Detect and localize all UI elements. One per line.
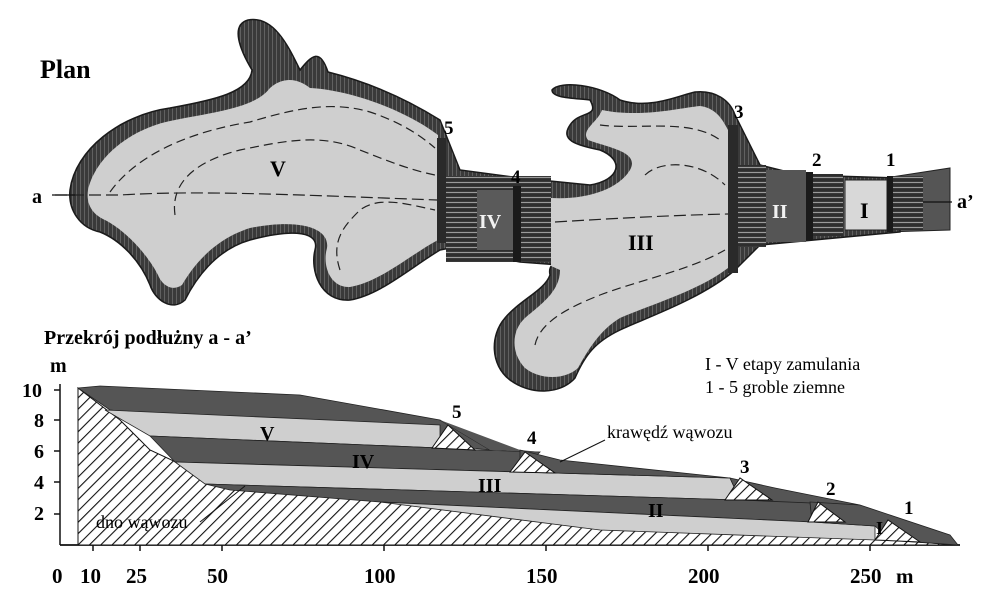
plan-stage-label-II: II [772,201,788,223]
plan-band-1 [893,176,923,230]
profile-x-ticks [92,545,871,551]
plan-dam-2 [806,172,813,240]
profile-dam-1 [874,519,922,543]
profile-dam-2 [807,501,847,523]
profile-y-unit: m [50,355,67,377]
edge-label-leader [559,439,606,463]
plan-band-2 [813,174,843,236]
profile-dam-label-5: 5 [452,402,462,423]
plan-dam-1 [887,176,893,232]
profile-dam-5 [431,424,477,451]
profile-dam-3 [724,477,774,501]
x-tick-label-25: 25 [126,564,147,588]
profile-dam-label-1: 1 [904,498,914,519]
profile-stage-I [379,501,876,541]
legend-line-2: 1 - 5 groble ziemne [705,377,845,397]
x-axis-unit: m [896,564,914,588]
profile-dam-label-4: 4 [527,428,537,449]
plan-stage-V-area [87,80,439,288]
plan-stage-label-V: V [270,156,286,181]
y-tick-label-10: 10 [22,380,42,402]
plan-label-a-prime: a’ [957,191,974,213]
bottom-label-leader [199,485,246,523]
y-tick-label-6: 6 [34,441,44,463]
plan-contour-III-2 [644,164,726,186]
profile-dam-label-3: 3 [740,457,750,478]
plan-dam-label-2: 2 [812,150,822,171]
plan-dam-3 [728,125,738,273]
plan-view: Plan a a’ V IV III II I 5 4 3 2 1 [32,18,974,392]
plan-stage-IV-core [477,190,513,250]
profile-layer-I-top [809,501,959,546]
profile-dam-4 [509,451,557,474]
plan-band-3 [738,165,766,247]
plan-dam-label-4: 4 [511,167,521,188]
plan-stage-label-IV: IV [479,211,502,233]
plan-dam-4 [513,186,521,262]
plan-stage-label-III: III [628,230,654,255]
edge-label: krawędź wąwozu [607,422,732,442]
bottom-label: dno wąwozu [96,512,187,532]
profile-dam-label-2: 2 [826,479,836,500]
plan-label-a: a [32,186,42,208]
plan-stage-label-I: I [860,198,869,223]
x-tick-label-150: 150 [526,564,558,588]
profile-title: Przekrój podłużny a - a’ [44,327,252,349]
plan-contour-III-1 [599,124,721,141]
plan-dam-label-5: 5 [444,118,454,139]
profile-y-ticks [54,389,60,515]
profile-stage-label-II: II [648,500,664,522]
y-tick-label-2: 2 [34,503,44,525]
plan-dam-5 [437,138,446,243]
profile-stage-label-I: I [876,518,883,538]
profile-view: Przekrój podłużny a - a’ m [22,327,960,588]
plan-title: Plan [40,55,91,84]
x-tick-label-50: 50 [207,564,228,588]
plan-stage-II-area [766,170,806,242]
plan-dam-label-1: 1 [886,150,896,171]
plan-contour-III-3 [534,249,726,346]
profile-stage-label-IV: IV [352,451,375,473]
plan-contour-2 [173,139,436,216]
y-tick-label-4: 4 [34,472,44,494]
x-tick-label-100: 100 [364,564,396,588]
legend-line-1: I - V etapy zamulania [705,354,860,374]
profile-stage-label-V: V [260,423,275,445]
plan-axis-line-III [554,213,729,223]
plan-axis-line [55,192,438,201]
x-tick-label-200: 200 [688,564,720,588]
x-tick-label-250: 250 [850,564,882,588]
plan-contour-1 [109,105,436,193]
plan-stage-I-area [844,179,888,231]
y-tick-label-8: 8 [34,410,44,432]
profile-stage-label-III: III [478,475,502,497]
plan-dam-label-3: 3 [734,102,744,123]
x-tick-label-10: 10 [80,564,101,588]
x-tick-label-0: 0 [52,564,63,588]
profile-layer-IV-top [440,420,540,452]
